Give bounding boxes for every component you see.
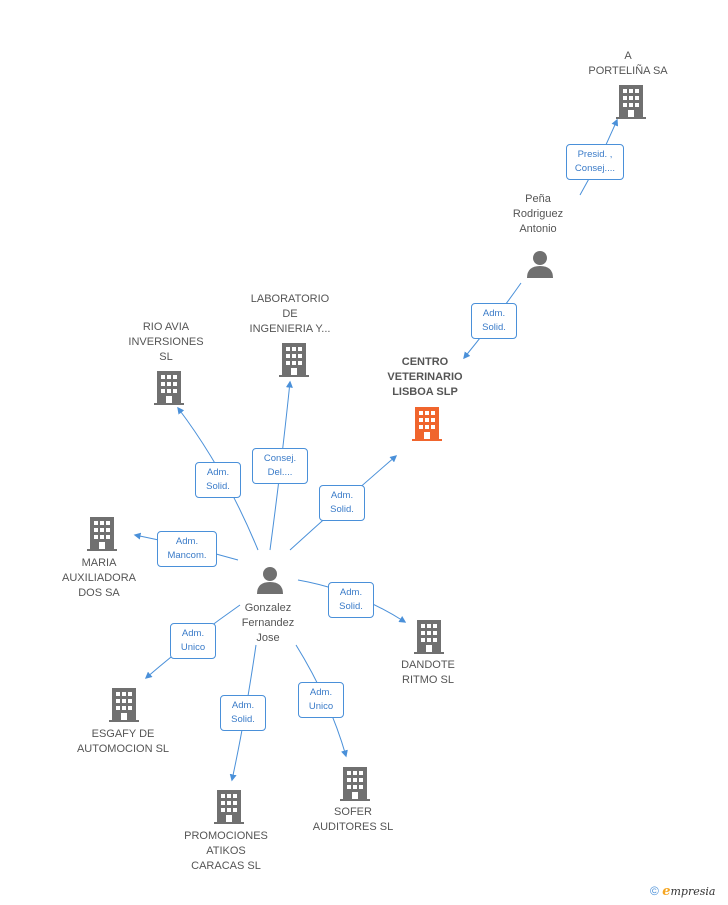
relation-box-sofer[interactable]: Adm. Unico xyxy=(298,682,344,718)
building-icon-a-portelina[interactable] xyxy=(616,85,646,119)
node-label-gonzalez[interactable]: Gonzalez Fernandez Jose xyxy=(241,602,295,644)
footer-copyright: © empresia xyxy=(650,884,715,899)
relation-box-dandote[interactable]: Adm. Solid. xyxy=(328,582,374,618)
node-label-centro-main[interactable]: CENTRO VETERINARIO LISBOA SLP xyxy=(387,356,463,398)
node-label-rio-avia[interactable]: RIO AVIA INVERSIONES SL xyxy=(128,321,204,363)
building-icon-maria[interactable] xyxy=(87,517,117,551)
node-label-dandote[interactable]: DANDOTE RITMO SL xyxy=(401,659,455,686)
relation-box-consej[interactable]: Consej. Del.... xyxy=(252,448,308,484)
node-label-promociones[interactable]: PROMOCIONES ATIKOS CARACAS SL xyxy=(184,830,268,872)
person-icon-pena[interactable] xyxy=(525,250,555,278)
building-icon-centro-main[interactable] xyxy=(412,407,442,441)
node-label-sofer[interactable]: SOFER AUDITORES SL xyxy=(312,806,394,833)
relation-box-esgafy[interactable]: Adm. Unico xyxy=(170,623,216,659)
relation-box-gonzalez-centro[interactable]: Adm. Solid. xyxy=(319,485,365,521)
person-icon-gonzalez[interactable] xyxy=(255,566,285,594)
building-icon-rio-avia[interactable] xyxy=(154,371,184,405)
relation-box-presid[interactable]: Presid. , Consej.... xyxy=(566,144,624,180)
relation-box-promociones[interactable]: Adm. Solid. xyxy=(220,695,266,731)
building-icon-dandote[interactable] xyxy=(414,620,444,654)
relation-box-rio[interactable]: Adm. Solid. xyxy=(195,462,241,498)
building-icon-promociones[interactable] xyxy=(214,790,244,824)
building-icon-esgafy[interactable] xyxy=(109,688,139,722)
node-label-laboratorio[interactable]: LABORATORIO DE INGENIERIA Y... xyxy=(249,293,331,335)
building-icon-laboratorio[interactable] xyxy=(279,343,309,377)
empresia-logo[interactable]: empresia xyxy=(662,884,716,899)
node-label-esgafy[interactable]: ESGAFY DE AUTOMOCION SL xyxy=(76,728,170,755)
node-label-maria[interactable]: MARIA AUXILIADORA DOS SA xyxy=(62,557,136,599)
node-label-pena[interactable]: Peña Rodriguez Antonio xyxy=(512,193,564,235)
building-icon-sofer[interactable] xyxy=(340,767,370,801)
copyright-icon: © xyxy=(650,884,659,898)
node-label-a-portelina[interactable]: A PORTELIÑA SA xyxy=(588,50,668,77)
relation-box-maria[interactable]: Adm. Mancom. xyxy=(157,531,217,567)
relation-box-pena-centro[interactable]: Adm. Solid. xyxy=(471,303,517,339)
